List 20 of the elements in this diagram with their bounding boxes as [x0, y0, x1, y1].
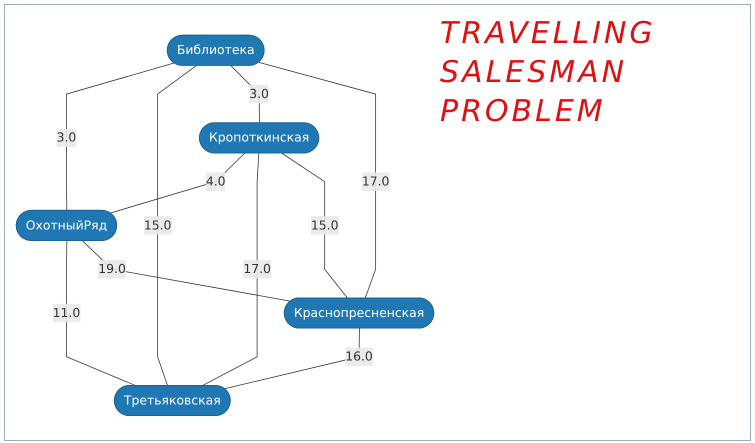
edge-label: 11.0: [52, 304, 80, 320]
connector: [230, 64, 260, 124]
edge-label: 4.0: [206, 173, 226, 188]
connector: [258, 62, 376, 298]
edge-label: 16.0: [345, 348, 373, 364]
connector: [282, 152, 348, 298]
connector: [202, 152, 260, 386]
edge-label: 15.0: [144, 217, 172, 232]
title: TRAVELLING SALESMAN PROBLEM: [440, 15, 657, 131]
connector: [66, 240, 137, 386]
connector: [157, 64, 196, 386]
edge-label: 3.0: [249, 86, 269, 101]
edge-label: 17.0: [243, 261, 271, 276]
edge-label: 3.0: [56, 130, 76, 144]
connector: [82, 240, 292, 302]
connector: [66, 62, 174, 211]
edge-label: 15.0: [310, 217, 338, 232]
connector: [110, 152, 245, 214]
edge-label: 17.0: [362, 173, 390, 188]
edge-label: 19.0: [98, 261, 126, 276]
